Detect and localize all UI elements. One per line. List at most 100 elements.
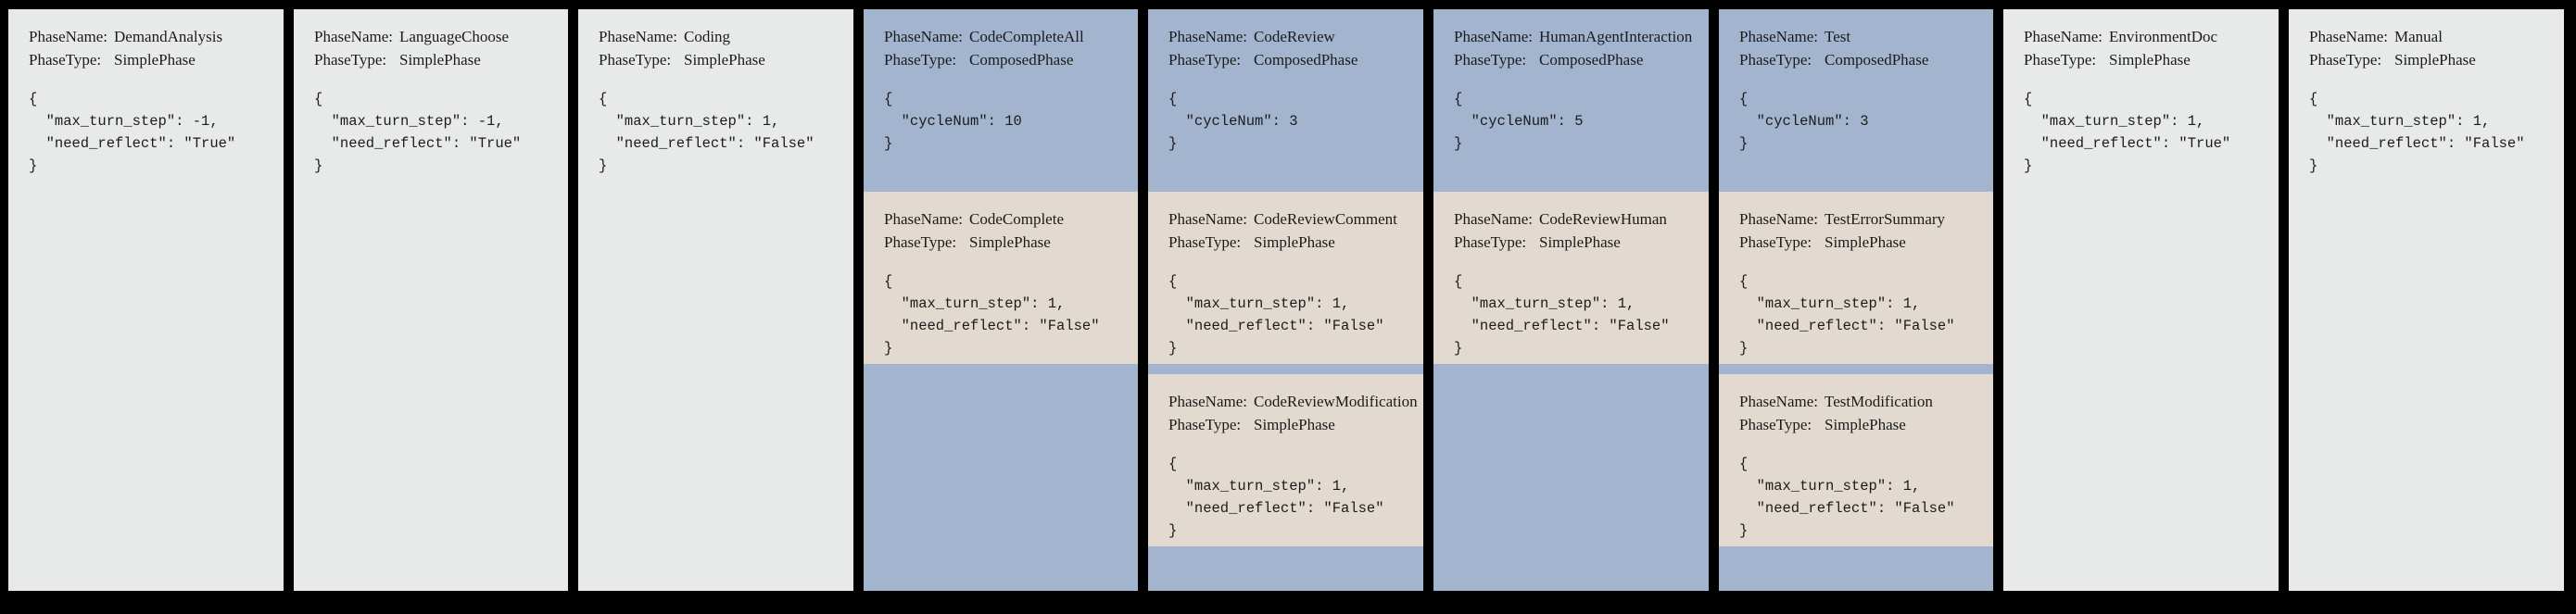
phase-type-value: ComposedPhase — [969, 50, 1074, 69]
phase-name-label: PhaseName: — [1168, 393, 1247, 410]
phase-type-label-row: PhaseType: SimplePhase — [884, 232, 1118, 255]
phase-coding-config-json: { "max_turn_step": 1, "need_reflect": "F… — [599, 91, 814, 175]
phase-name-label-row: PhaseName:Manual — [2309, 26, 2544, 49]
phase-name-label-row: PhaseName:LanguageChoose — [314, 26, 548, 49]
phase-type-label-row: PhaseType: ComposedPhase — [884, 49, 1118, 72]
phase-name-value: LanguageChoose — [399, 28, 510, 45]
phase-type-value: SimplePhase — [1254, 232, 1335, 251]
phase-name-value: HumanAgentInteraction — [1539, 28, 1693, 45]
phase-type-label-row: PhaseType:SimplePhase — [314, 49, 548, 72]
phase-type-value: SimplePhase — [684, 50, 765, 69]
phase-name-label: PhaseName: — [884, 210, 963, 228]
phase-name-label-row: PhaseName:CodeCompleteAll — [884, 26, 1118, 49]
phase-type-label: PhaseType: — [884, 232, 957, 251]
phase-name-label-row: PhaseName: HumanAgentInteraction — [1454, 26, 1692, 49]
phase-name-value: CodeReviewComment — [1254, 210, 1397, 228]
phase-type-label: PhaseType: — [1739, 415, 1812, 433]
phase-type-label: PhaseType: — [1739, 50, 1812, 69]
phase-type-label-row: PhaseType:SimplePhase — [1454, 232, 1688, 255]
phase-name-value: CodeReviewModification — [1254, 393, 1418, 410]
phase-type-label: PhaseType: — [884, 50, 957, 69]
phase-name-label: PhaseName: — [1739, 28, 1818, 45]
phase-name-label: PhaseName: — [1739, 210, 1818, 228]
phase-type-value: SimplePhase — [399, 50, 481, 69]
phase-type-label-row: PhaseType: SimplePhase — [29, 49, 263, 72]
phase-codecompleteall-config-json: { "cycleNum": 10 } — [884, 91, 1022, 153]
phase-name-value: TestErrorSummary — [1825, 210, 1946, 228]
phase-divider-strip — [864, 364, 1138, 374]
phase-type-value: SimplePhase — [1539, 232, 1621, 251]
phase-type-value: ComposedPhase — [1825, 50, 1929, 69]
subphase-codereviewmodification-config-json: { "max_turn_step": 1, "need_reflect": "F… — [1168, 456, 1384, 540]
phase-type-value: SimplePhase — [1825, 415, 1906, 433]
phase-name-label-row: PhaseName: CodeReviewHuman — [1454, 208, 1688, 232]
phase-name-label: PhaseName: — [2309, 28, 2388, 45]
phase-type-label-row: PhaseType:SimplePhase — [1168, 232, 1403, 255]
phase-type-value: SimplePhase — [969, 232, 1051, 251]
phase-type-value: SimplePhase — [114, 50, 196, 69]
subphase-testerrorsummary-config-json: { "max_turn_step": 1, "need_reflect": "F… — [1739, 273, 1955, 357]
phase-name-label: PhaseName: — [1739, 393, 1818, 410]
phase-name-label-row: PhaseName: TestModification — [1739, 391, 1973, 414]
phase-name-label: PhaseName: — [1454, 28, 1533, 45]
phase-type-label: PhaseType: — [1739, 232, 1812, 251]
phase-type-label-row: PhaseType: SimplePhase — [1739, 232, 1973, 255]
phase-name-label-row: PhaseName:EnvironmentDoc — [2024, 26, 2258, 49]
phase-name-label: PhaseName: — [1168, 210, 1247, 228]
phase-tail-fill — [1148, 557, 1423, 591]
phase-name-label-row: PhaseName: CodeReviewModification — [1168, 391, 1418, 414]
phase-type-value: ComposedPhase — [1539, 50, 1644, 69]
phase-name-value: TestModification — [1825, 393, 1933, 410]
phase-name-label-row: PhaseName:Test — [1739, 26, 1973, 49]
phase-languagechoose-config-json: { "max_turn_step": -1, "need_reflect": "… — [314, 91, 522, 175]
phase-name-value: DemandAnalysis — [114, 28, 223, 45]
phase-demandanalysis-config-json: { "max_turn_step": -1, "need_reflect": "… — [29, 91, 236, 175]
phase-name-label-row: PhaseName:DemandAnalysis — [29, 26, 263, 49]
phase-name-label: PhaseName: — [1168, 28, 1247, 45]
phase-type-value: SimplePhase — [1254, 415, 1335, 433]
phase-type-label-row: PhaseType:SimplePhase — [2024, 49, 2258, 72]
phase-humanagentinteraction-config-json: { "cycleNum": 5 } — [1454, 91, 1584, 153]
phase-type-value: ComposedPhase — [1254, 50, 1358, 69]
phase-name-label-row: PhaseName: CodeReviewComment — [1168, 208, 1403, 232]
phase-name-value: CodeReviewHuman — [1539, 210, 1667, 228]
phase-type-label-row: PhaseType: SimplePhase — [1739, 414, 1973, 437]
phase-divider-strip — [1148, 364, 1423, 374]
phase-divider-strip — [1433, 364, 1709, 374]
phase-name-label-row: PhaseName: TestErrorSummary — [1739, 208, 1973, 232]
phase-name-label: PhaseName: — [884, 28, 963, 45]
phase-name-label: PhaseName: — [1454, 210, 1533, 228]
phase-name-value: Coding — [684, 28, 731, 45]
phase-name-label: PhaseName: — [599, 28, 677, 45]
phase-environmentdoc-config-json: { "max_turn_step": 1, "need_reflect": "T… — [2024, 91, 2231, 175]
subphase-codereviewcomment-config-json: { "max_turn_step": 1, "need_reflect": "F… — [1168, 273, 1384, 357]
phase-type-value: SimplePhase — [1825, 232, 1906, 251]
phase-name-value: CodeReview — [1254, 28, 1335, 45]
phase-tail-fill — [864, 374, 1138, 591]
phase-type-label-row: PhaseType:SimplePhase — [599, 49, 833, 72]
phase-divider-strip — [1719, 546, 1993, 557]
phase-type-label: PhaseType: — [29, 50, 102, 69]
phase-name-value: CodeComplete — [969, 210, 1064, 228]
phase-type-label: PhaseType: — [1168, 50, 1242, 69]
phase-name-label-row: PhaseName: Coding — [599, 26, 833, 49]
phase-type-label-row: PhaseType: ComposedPhase — [1739, 49, 1973, 72]
